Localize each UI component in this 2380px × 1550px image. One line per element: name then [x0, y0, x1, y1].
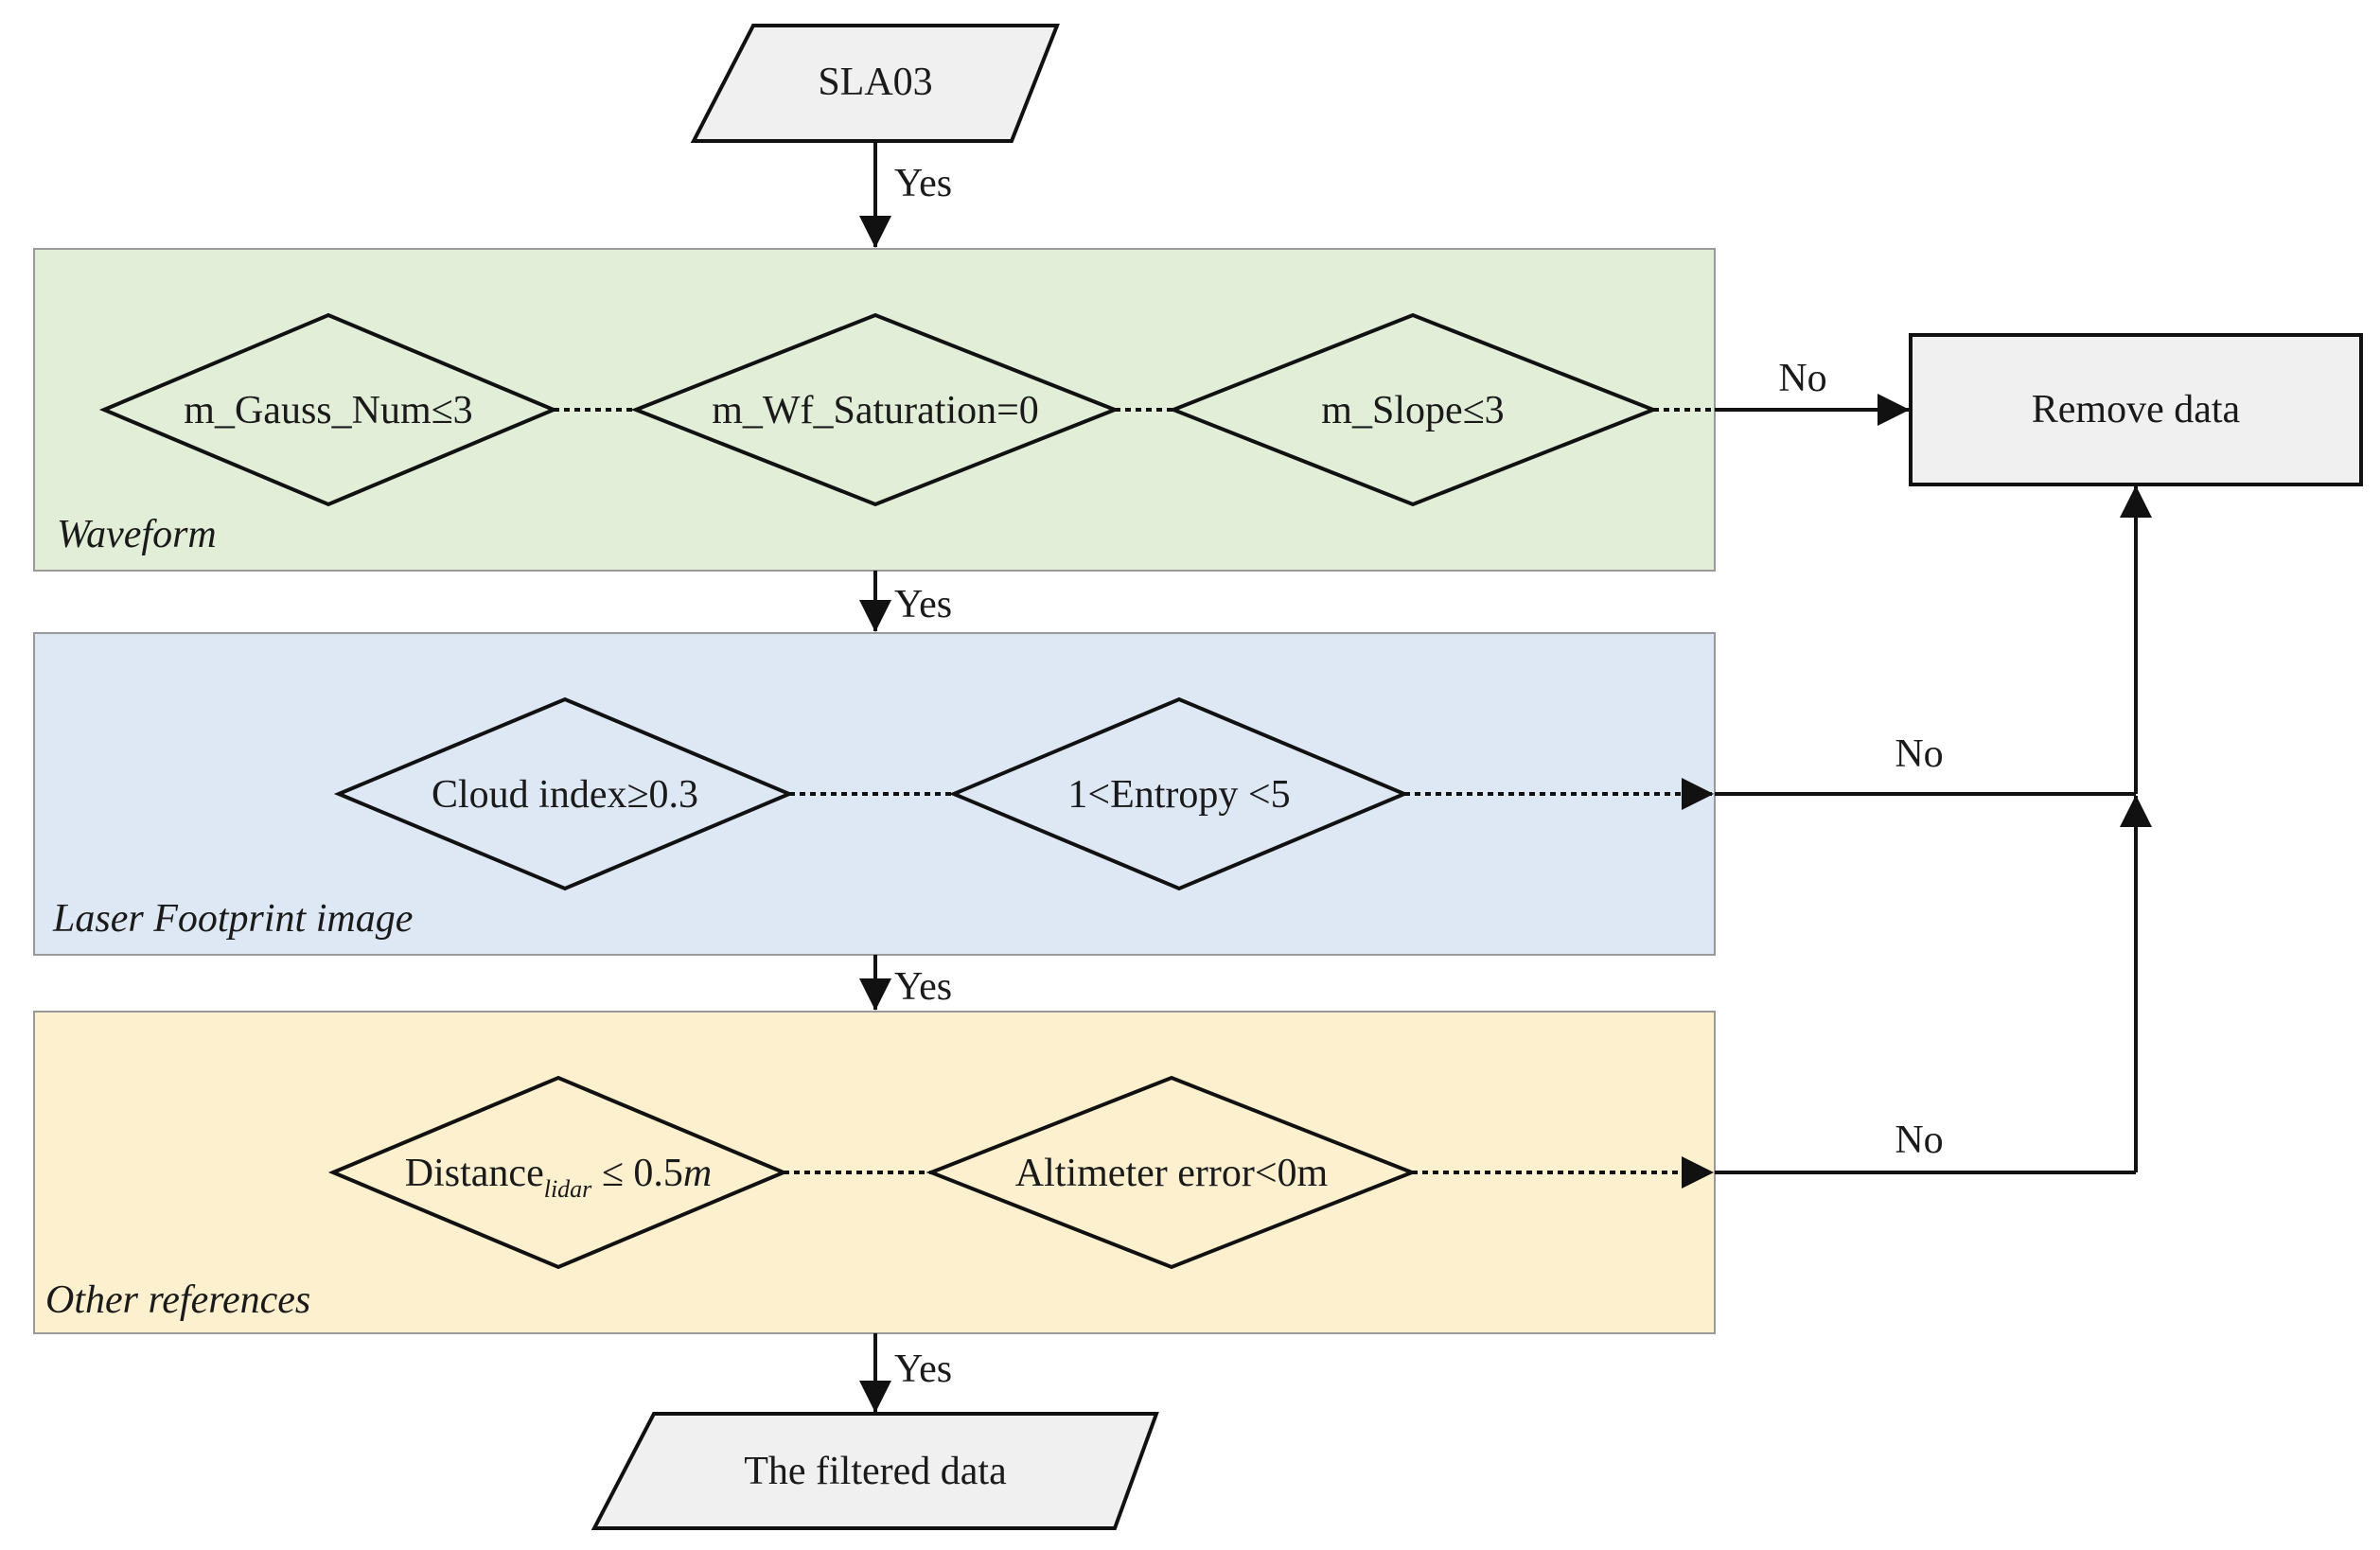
waveform-panel [33, 248, 1716, 572]
laser-footprint-group-label: Laser Footprint image [52, 897, 413, 941]
yes-label-3: Yes [894, 965, 952, 1009]
no-label-1: No [1778, 357, 1826, 400]
condition-entropy-label: 1<Entropy <5 [1067, 773, 1290, 817]
yes-label-1: Yes [894, 162, 952, 205]
yes-label-4: Yes [894, 1347, 952, 1391]
distance-sub: lidar [544, 1175, 592, 1203]
other-references-group-label: Other references [45, 1278, 310, 1322]
input-node [690, 24, 1060, 143]
no-label-2: No [1895, 732, 1943, 776]
remove-data-label: Remove data [2032, 388, 2241, 432]
distance-base: Distance [405, 1152, 544, 1195]
condition-slope-label: m_Slope≤3 [1321, 389, 1504, 432]
condition-gauss-num-label: m_Gauss_Num≤3 [184, 389, 472, 432]
input-node-label: SLA03 [818, 61, 932, 104]
condition-wf-saturation-label: m_Wf_Saturation=0 [712, 389, 1039, 432]
condition-altimeter-error-label: Altimeter error<0m [1015, 1152, 1329, 1195]
distance-unit: m [683, 1152, 712, 1195]
no-label-3: No [1895, 1118, 1943, 1162]
output-node-label: The filtered data [744, 1450, 1007, 1493]
condition-distance-lidar-label: Distancelidar ≤ 0.5m [405, 1152, 712, 1203]
distance-rest: ≤ 0.5 [591, 1152, 683, 1195]
condition-cloud-index-label: Cloud index≥0.3 [432, 773, 698, 817]
waveform-group-label: Waveform [57, 513, 217, 556]
yes-label-2: Yes [894, 583, 952, 626]
output-node [591, 1412, 1159, 1530]
remove-data-node [1909, 333, 2363, 486]
